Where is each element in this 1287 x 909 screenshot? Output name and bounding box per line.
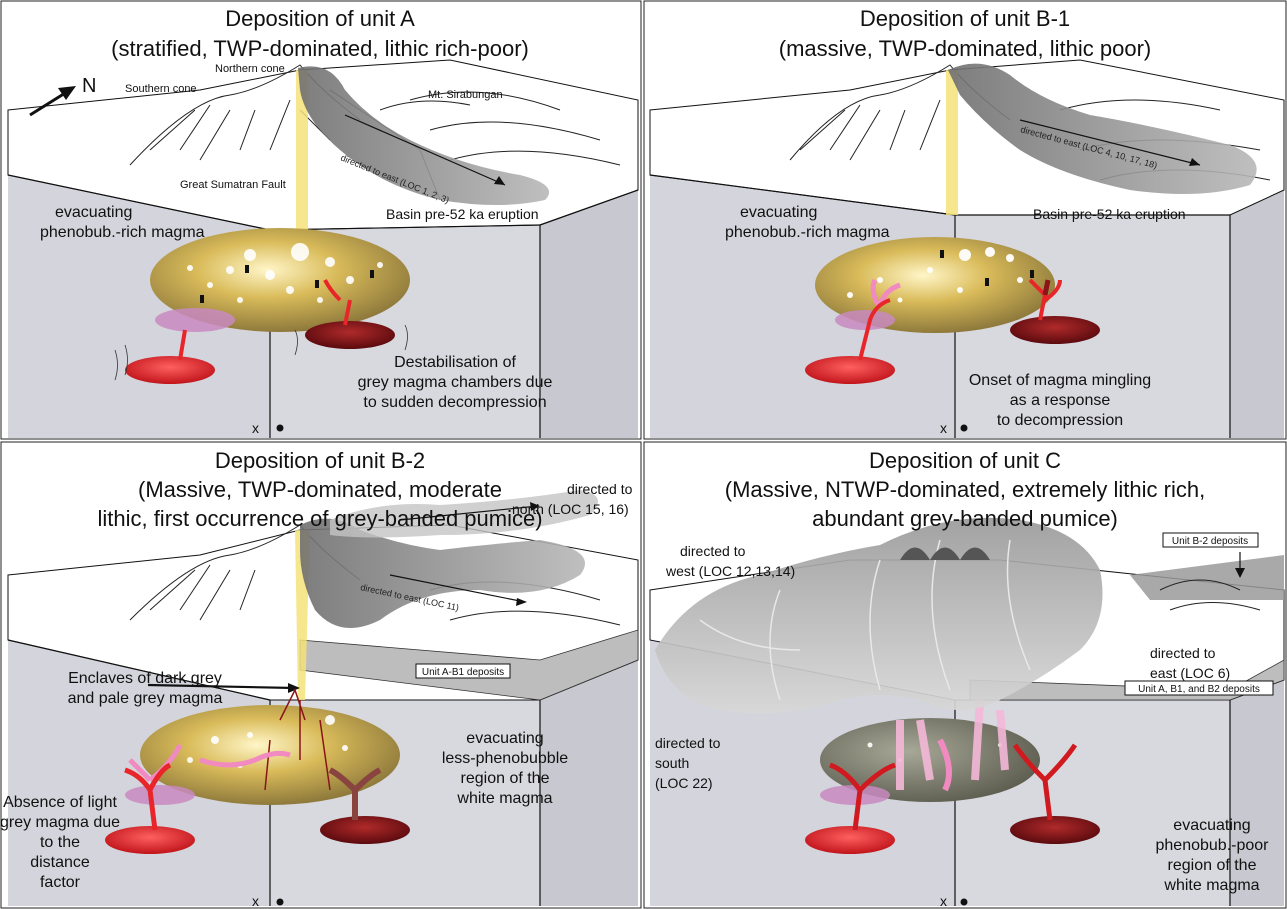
b1-evacuating-label-1: evacuating — [740, 204, 817, 221]
absence-1: Absence of light — [3, 794, 117, 811]
panel-b1-subtitle: (massive, TWP-dominated, lithic poor) — [779, 36, 1152, 61]
c-evacuating-3: region of the — [1168, 857, 1257, 874]
b1-note-line-1: Onset of magma mingling — [969, 372, 1151, 389]
all-deposits-box-label: Unit A, B1, and B2 deposits — [1138, 684, 1260, 695]
fault-label: Great Sumatran Fault — [180, 179, 286, 191]
southern-cone-label: Southern cone — [125, 83, 197, 95]
panel-b2-title: Deposition of unit B-2 — [215, 448, 425, 473]
mt-sirabungan-label: Mt. Sirabungan — [428, 89, 503, 101]
basin-label: Basin pre-52 ka eruption — [386, 206, 539, 222]
note-line-1: Destabilisation of — [394, 354, 516, 371]
evacuating-label-2: phenobub.-rich magma — [40, 224, 205, 241]
b2-x-mark: x — [252, 893, 259, 909]
b1-note-line-3: to decompression — [997, 412, 1123, 429]
south-direction-1: directed to — [655, 735, 721, 751]
west-direction-2: west (LOC 12,13,14) — [665, 563, 795, 579]
panel-b2-subtitle-2: lithic, first occurrence of grey-banded … — [97, 506, 542, 531]
east-direction-2: east (LOC 6) — [1150, 665, 1230, 681]
west-direction-1: directed to — [680, 543, 746, 559]
panel-a-subtitle: (stratified, TWP-dominated, lithic rich-… — [111, 36, 529, 61]
grey-chamber-red — [125, 356, 215, 384]
b1-basin-label: Basin pre-52 ka eruption — [1033, 206, 1186, 222]
east-direction-1: directed to — [1150, 645, 1216, 661]
panel-c-subtitle-2: abundant grey-banded pumice) — [812, 506, 1118, 531]
deposits-box-label: Unit A-B1 deposits — [422, 667, 504, 678]
south-direction-2: south — [655, 755, 689, 771]
crust-side — [540, 190, 638, 438]
c-x-mark: x — [940, 893, 947, 909]
note-line-2: grey magma chambers due — [358, 374, 553, 391]
b2-evacuating-3: region of the — [461, 770, 550, 787]
grey-chamber-dark — [305, 321, 395, 349]
panel-c-subtitle-1: (Massive, NTWP-dominated, extremely lith… — [725, 477, 1205, 502]
x-mark: x — [252, 420, 259, 436]
c-evacuating-2: phenobub.-poor — [1156, 837, 1270, 854]
panel-b1-title: Deposition of unit B-1 — [860, 6, 1070, 31]
c-evacuating-1: evacuating — [1173, 817, 1250, 834]
pale-grey-chamber — [155, 308, 235, 332]
b2-evacuating-1: evacuating — [466, 730, 543, 747]
panel-b2-subtitle-1: (Massive, TWP-dominated, moderate — [138, 477, 502, 502]
b1-evacuating-label-2: phenobub.-rich magma — [725, 224, 890, 241]
absence-2: grey magma due — [0, 814, 120, 831]
northern-cone-label: Northern cone — [215, 63, 285, 75]
absence-3: to the — [40, 834, 80, 851]
b2-evacuating-4: white magma — [456, 790, 552, 807]
north-direction-2: north (LOC 15, 16) — [512, 501, 629, 517]
enclaves-label-1: Enclaves of dark grey — [68, 670, 222, 687]
note-line-3: to sudden decompression — [363, 394, 546, 411]
dot-mark — [277, 425, 284, 432]
panel-c-title: Deposition of unit C — [869, 448, 1061, 473]
b1-x-mark: x — [940, 420, 947, 436]
b2-evacuating-2: less-phenobubble — [442, 750, 568, 767]
absence-5: factor — [40, 874, 81, 891]
south-direction-3: (LOC 22) — [655, 775, 713, 791]
c-evacuating-4: white magma — [1163, 877, 1259, 894]
north-direction-1: directed to — [567, 481, 633, 497]
enclaves-label-2: and pale grey magma — [68, 690, 223, 707]
north-label: N — [82, 75, 96, 97]
evacuating-label-1: evacuating — [55, 204, 132, 221]
absence-4: distance — [30, 854, 90, 871]
b2-deposits-box-label: Unit B-2 deposits — [1172, 536, 1248, 547]
panel-a-title: Deposition of unit A — [225, 6, 415, 31]
b1-note-line-2: as a response — [1010, 392, 1111, 409]
